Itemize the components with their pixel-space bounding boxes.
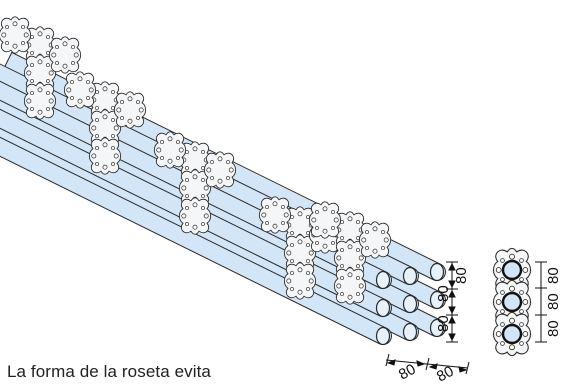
front-dimension-markers [446, 261, 458, 343]
bottom-dimension-markers [385, 353, 470, 375]
tube-end [429, 262, 445, 282]
rosette [333, 267, 367, 305]
tube-end [402, 322, 418, 342]
dim-side-1: 80 [545, 267, 562, 284]
rosette [203, 151, 237, 189]
rosette [88, 137, 122, 175]
rosette [48, 36, 82, 74]
rosette [63, 71, 97, 109]
caption-text: La forma de la roseta evita [7, 362, 211, 381]
dim-front-2: 80 [435, 285, 452, 302]
rosette [358, 221, 392, 259]
dim-bottom-1: 80 [396, 361, 419, 384]
rosette [23, 82, 57, 120]
dim-side-3: 80 [545, 320, 562, 337]
rosette [283, 262, 317, 300]
dim-front-1: 80 [453, 267, 470, 284]
dim-bottom-2: 80 [434, 363, 457, 386]
rosette [0, 16, 32, 54]
rosette [308, 201, 342, 239]
rosette [113, 91, 147, 129]
tube-end [375, 298, 391, 318]
tube-end [402, 266, 418, 286]
tube-end [429, 290, 445, 310]
tube-end [429, 318, 445, 338]
rosette [258, 196, 292, 234]
rosette [178, 197, 212, 235]
tube-end [402, 294, 418, 314]
side-view-rosettes [492, 247, 532, 357]
rosette [153, 131, 187, 169]
dim-side-2: 80 [545, 293, 562, 310]
tube-end [375, 270, 391, 290]
side-dimension-markers [535, 261, 547, 343]
tube-end [375, 326, 391, 346]
dim-front-3: 80 [435, 315, 452, 332]
